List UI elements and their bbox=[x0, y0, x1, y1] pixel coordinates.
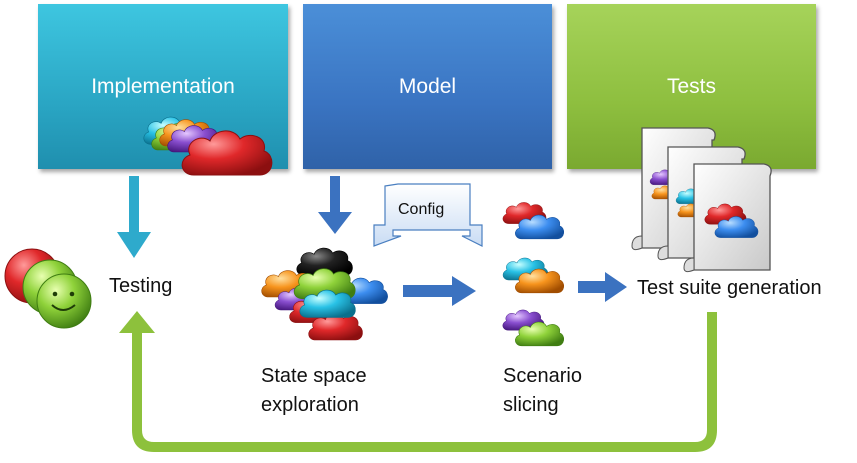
scenario-line2: slicing bbox=[503, 394, 559, 416]
state-space-line1: State space bbox=[261, 365, 367, 387]
model-box: Model bbox=[303, 4, 552, 169]
arrow-right-slicing bbox=[403, 276, 476, 306]
testing-label: Testing bbox=[109, 275, 173, 297]
config-label: Config bbox=[398, 201, 445, 218]
smiley-green-front bbox=[36, 273, 92, 329]
implementation-cloud-cluster bbox=[143, 116, 273, 176]
tests-title: Tests bbox=[666, 75, 716, 98]
scenario-line1: Scenario bbox=[503, 365, 582, 387]
scenario-slicing-label: Scenario slicing bbox=[503, 362, 582, 420]
arrow-down-model bbox=[318, 176, 352, 234]
state-space-cloud-cluster bbox=[261, 247, 388, 341]
test-suite-generation-label: Test suite generation bbox=[637, 277, 822, 299]
model-title: Model bbox=[398, 75, 457, 98]
config-callout bbox=[373, 183, 483, 247]
test-scrolls bbox=[631, 127, 772, 273]
state-space-line2: exploration bbox=[261, 394, 359, 416]
arrow-right-generation bbox=[578, 272, 627, 302]
scenario-cloud-column bbox=[502, 202, 565, 347]
state-space-label: State space exploration bbox=[261, 362, 367, 420]
feedback-arrow bbox=[119, 311, 717, 452]
implementation-title: Implementation bbox=[91, 75, 235, 98]
smiley-faces bbox=[4, 248, 92, 329]
arrow-down-implementation bbox=[117, 176, 151, 258]
